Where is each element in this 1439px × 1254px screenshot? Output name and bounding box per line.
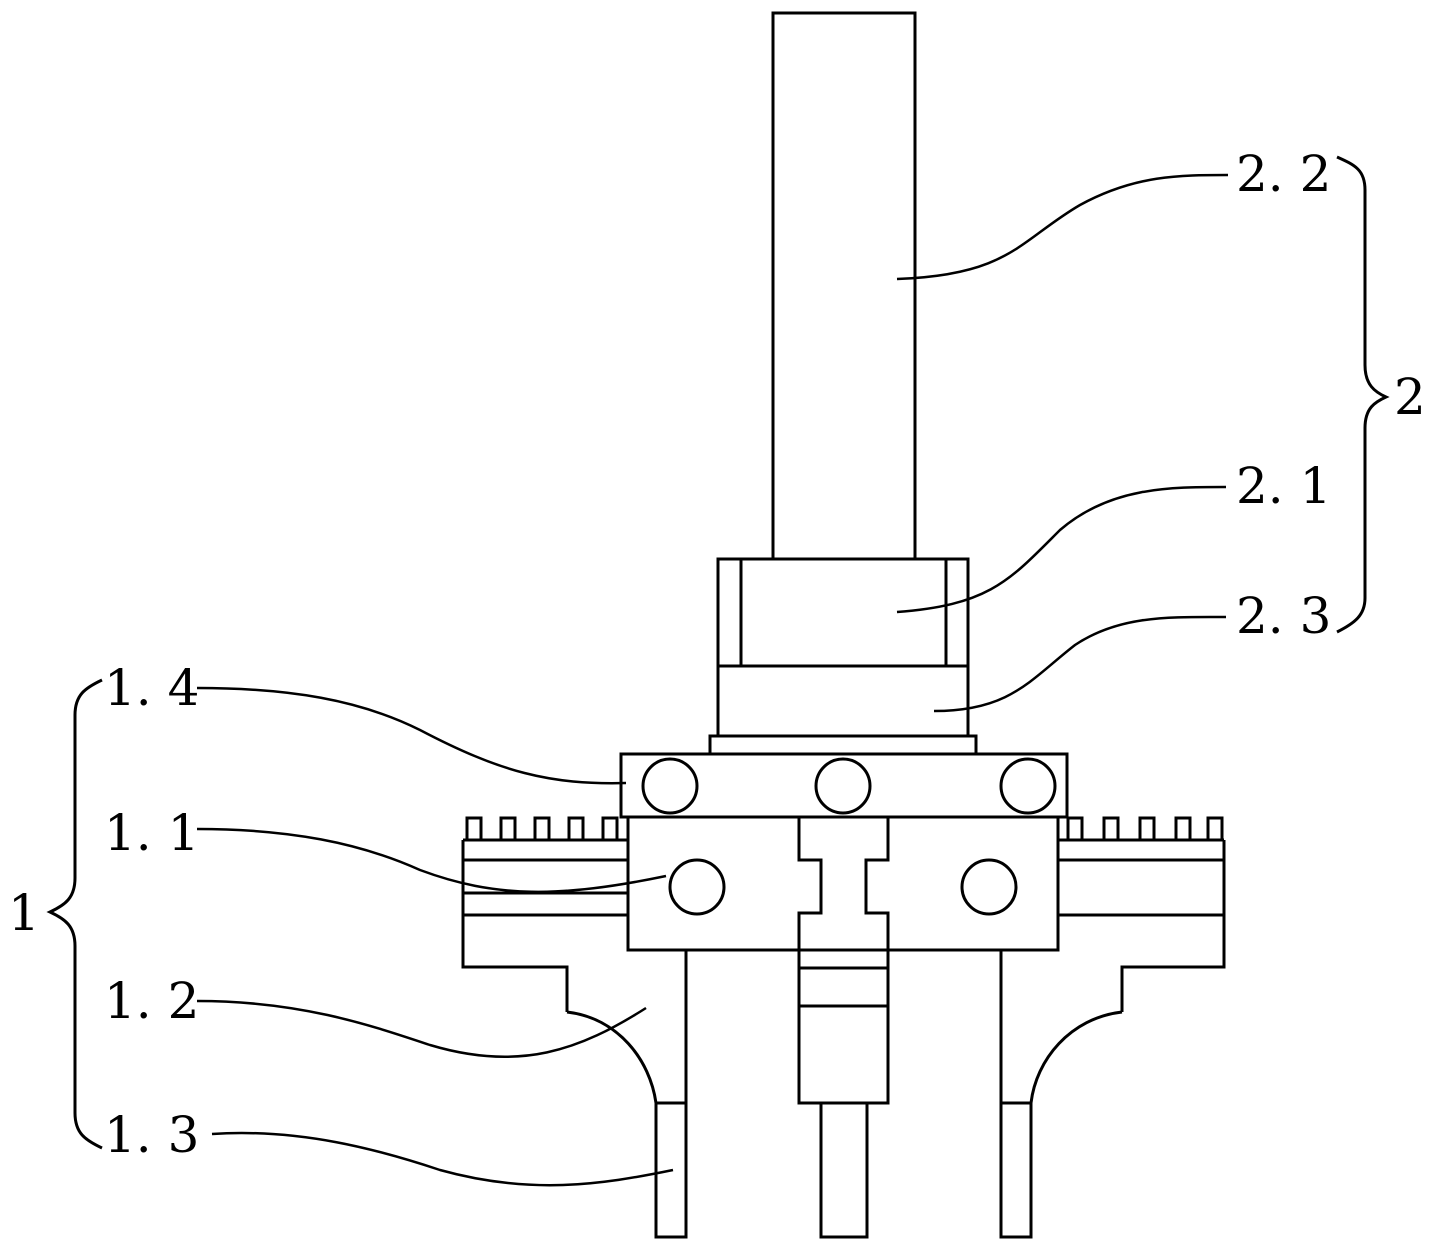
label-2-2: 2. 2 [1236, 145, 1331, 203]
leader-2-1 [896, 485, 1227, 614]
slot-right-edge [864, 817, 890, 950]
leader-1-4 [196, 686, 627, 785]
leader-1-3 [211, 1131, 674, 1187]
right-tooth-4 [1174, 816, 1192, 840]
pin-left [668, 858, 726, 916]
roller-right [999, 757, 1057, 815]
label-1: 1 [8, 884, 40, 942]
slot-left-edge [797, 817, 823, 950]
left-tooth-3 [533, 816, 551, 840]
left-tooth-5 [601, 816, 619, 840]
body-1-1 [626, 815, 1060, 952]
block-2-3 [716, 664, 970, 738]
shaft-2-2 [771, 11, 917, 561]
label-1-2: 1. 2 [104, 972, 199, 1030]
right-arm-curve [1029, 1010, 1123, 1104]
center-pin [819, 1101, 869, 1239]
left-tooth-2 [499, 816, 517, 840]
label-1-4: 1. 4 [104, 659, 199, 717]
center-block [797, 948, 890, 1105]
right-tooth-3 [1138, 816, 1156, 840]
leader-2-2 [896, 173, 1229, 281]
label-2-1: 2. 1 [1236, 457, 1331, 515]
main-body [626, 815, 1060, 952]
central-stem [797, 948, 890, 1239]
flange-plate [708, 734, 978, 756]
brace-2 [1336, 155, 1390, 634]
leader-1-1 [196, 827, 667, 893]
left-arm-outline [461, 840, 569, 1012]
roller-housing [619, 752, 1069, 819]
right-tooth-5 [1206, 816, 1224, 840]
right-tooth-1 [1066, 816, 1084, 840]
left-leg-outline [654, 950, 688, 1239]
right-rack [1029, 816, 1226, 1104]
right-leg-outline [999, 950, 1033, 1239]
left-arm-curve [566, 1010, 658, 1104]
leader-1-2 [196, 999, 647, 1059]
label-1-1: 1. 1 [104, 804, 199, 862]
label-2-3: 2. 3 [1236, 587, 1331, 645]
left-tooth-4 [567, 816, 585, 840]
label-1-3: 1. 3 [104, 1106, 199, 1164]
roller-center [814, 757, 872, 815]
roller-left [641, 757, 699, 815]
leader-lines [196, 173, 1229, 1187]
upper-assembly [708, 11, 978, 756]
left-rack [461, 816, 658, 1104]
right-leg [999, 950, 1033, 1239]
brace-1 [46, 678, 103, 1150]
block-2-1 [716, 557, 970, 668]
right-arm-outline [1120, 840, 1226, 1012]
leader-2-3 [933, 615, 1227, 713]
right-tooth-2 [1102, 816, 1120, 840]
left-tooth-1 [465, 816, 483, 840]
label-2: 2 [1394, 368, 1426, 426]
left-leg [654, 950, 688, 1239]
pin-right [960, 858, 1018, 916]
